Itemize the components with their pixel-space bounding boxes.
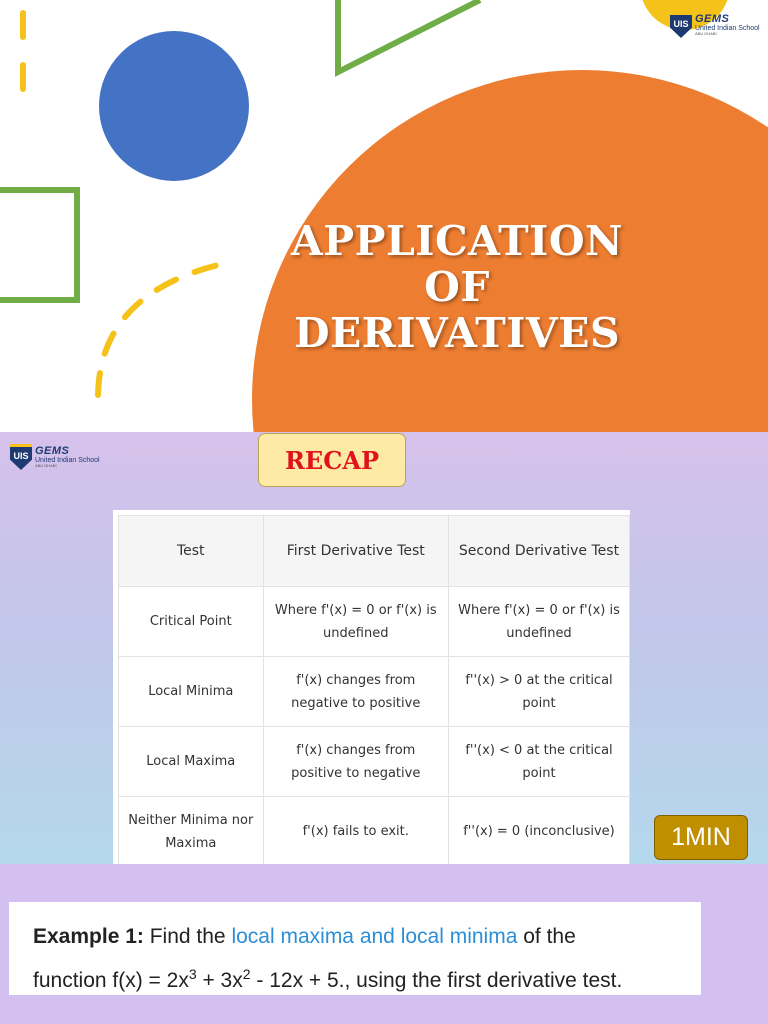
dashed-arc-decoration	[95, 262, 221, 398]
logo-location: ABU DHABI	[695, 31, 717, 36]
logo-location: ABU DHABI	[35, 463, 57, 468]
school-logo: UIS GEMS United Indian School ABU DHABI	[10, 444, 100, 470]
recap-slide: UIS GEMS United Indian School ABU DHABI …	[0, 432, 768, 864]
example-line-2: function f(x) = 2x3 + 3x2 - 12x + 5., us…	[33, 959, 701, 1003]
yellow-dash-decoration	[20, 10, 26, 40]
green-triangle-decoration	[335, 0, 482, 77]
logo-brand: GEMS	[35, 445, 70, 457]
example-text: Find the	[143, 925, 232, 948]
table-cell: f'(x) changes from negative to positive	[262, 656, 449, 727]
logo-name: United Indian School	[695, 25, 760, 32]
recap-label-box: RECAP	[258, 433, 406, 487]
example-text: function f(x) = 2x	[33, 969, 189, 992]
table-cell: f'(x) fails to exit.	[262, 796, 449, 864]
table-cell: Where f'(x) = 0 or f'(x) is undefined	[447, 586, 631, 657]
column-header: Second Derivative Test	[447, 515, 631, 587]
example-slide: Example 1: Find the local maxima and loc…	[0, 864, 768, 1024]
column-header: Test	[118, 515, 264, 587]
exponent: 3	[188, 966, 197, 982]
example-highlight: local maxima and local minima	[231, 925, 518, 948]
timer-badge: 1MIN	[654, 815, 748, 860]
title-line: OF	[424, 263, 490, 311]
table-header-row: Test First Derivative Test Second Deriva…	[118, 515, 631, 587]
recap-table: Test First Derivative Test Second Deriva…	[118, 515, 631, 864]
logo-brand: GEMS	[695, 13, 730, 25]
example-text: of the	[517, 925, 576, 948]
table-row: Critical Point Where f'(x) = 0 or f'(x) …	[118, 586, 631, 657]
yellow-dash-decoration	[20, 62, 26, 92]
title-line: APPLICATION	[290, 217, 624, 265]
logo-name: United Indian School	[35, 457, 100, 464]
shield-icon: UIS	[10, 444, 32, 470]
school-logo: UIS GEMS United Indian School ABU DHABI	[670, 12, 760, 38]
title-slide: UIS GEMS United Indian School ABU DHABI …	[0, 0, 768, 432]
table-cell: Critical Point	[118, 586, 264, 657]
shield-icon: UIS	[670, 12, 692, 38]
exponent: 2	[242, 966, 251, 982]
table-cell: Where f'(x) = 0 or f'(x) is undefined	[262, 586, 449, 657]
table-cell: f'(x) changes from positive to negative	[262, 726, 449, 797]
example-text: + 3x	[196, 969, 243, 992]
example-question-box: Example 1: Find the local maxima and loc…	[9, 902, 701, 995]
table-cell: Local Minima	[118, 656, 264, 727]
table-cell: f''(x) > 0 at the critical point	[447, 656, 631, 727]
table-row: Neither Minima nor Maxima f'(x) fails to…	[118, 796, 631, 864]
table-cell: Local Maxima	[118, 726, 264, 797]
title-line: DERIVATIVES	[293, 309, 621, 357]
table-row: Local Maxima f'(x) changes from positive…	[118, 726, 631, 797]
example-line-1: Example 1: Find the local maxima and loc…	[33, 915, 701, 959]
blue-circle-decoration	[99, 31, 249, 181]
green-square-decoration	[0, 187, 80, 303]
recap-table-container: Test First Derivative Test Second Deriva…	[113, 510, 631, 864]
example-text: - 12x + 5., using the first derivative t…	[250, 969, 623, 992]
table-row: Local Minima f'(x) changes from negative…	[118, 656, 631, 727]
recap-label: RECAP	[284, 445, 379, 475]
table-cell: f''(x) < 0 at the critical point	[447, 726, 631, 797]
table-cell: Neither Minima nor Maxima	[118, 796, 264, 864]
example-label: Example 1:	[33, 925, 144, 948]
column-header: First Derivative Test	[262, 515, 449, 587]
page-title: APPLICATION OF DERIVATIVES	[262, 218, 652, 356]
table-cell: f''(x) = 0 (inconclusive)	[447, 796, 631, 864]
